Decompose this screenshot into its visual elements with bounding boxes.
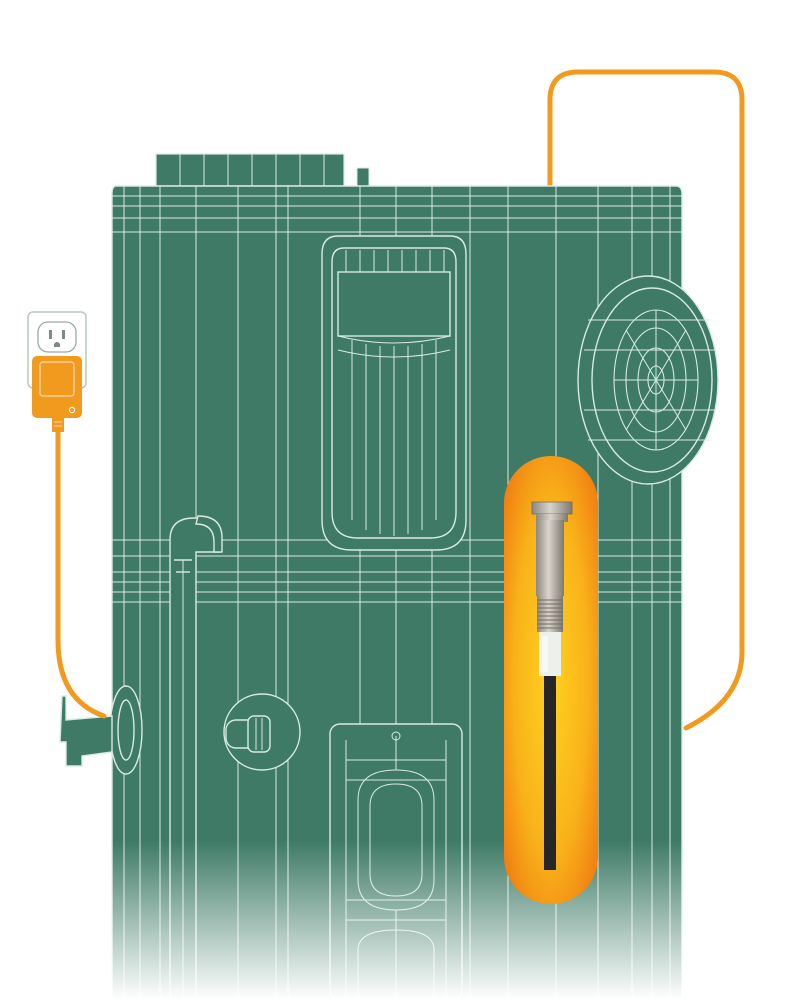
air-intake-cap <box>577 275 719 485</box>
drain-valve-icon <box>59 685 143 775</box>
adapter-body <box>32 356 82 418</box>
power-cord-right <box>547 69 745 731</box>
anode-body <box>536 520 564 596</box>
anode-rod-core <box>544 676 556 870</box>
power-adapter-icon <box>32 356 82 432</box>
anode-threads <box>537 596 563 632</box>
power-cord-left <box>55 429 107 719</box>
bottom-fade <box>100 840 700 1000</box>
anode-hex-head <box>531 501 573 515</box>
control-panel <box>321 235 467 551</box>
anode-rod-icon <box>504 456 598 904</box>
thermostat-knob <box>223 693 301 771</box>
top-connector <box>155 153 370 187</box>
